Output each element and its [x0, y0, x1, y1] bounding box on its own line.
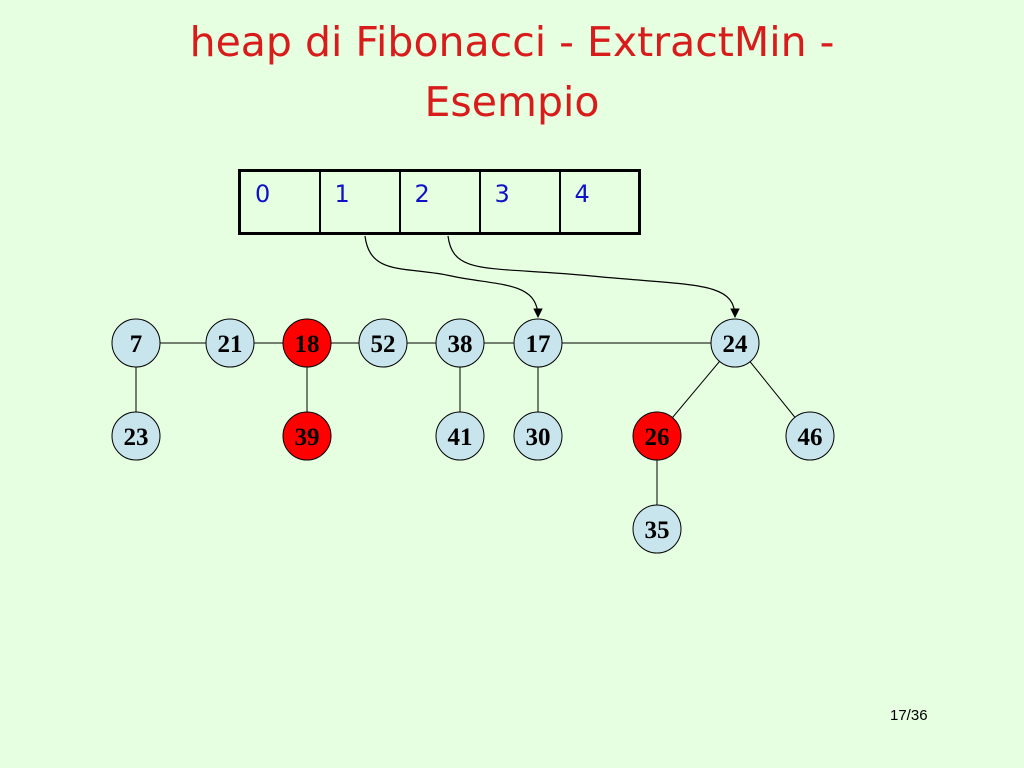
heap-node: [632, 504, 682, 554]
heap-node: [435, 411, 485, 461]
heap-node-key: 41: [448, 424, 473, 451]
heap-node: [111, 318, 161, 368]
array-pointer-arrow: [447, 235, 740, 318]
title-line-1: heap di Fibonacci - ExtractMin -: [189, 18, 835, 66]
heap-node-key: 52: [371, 331, 396, 358]
heap-node-key: 7: [130, 331, 143, 358]
heap-node: [513, 318, 563, 368]
slide-title: heap di Fibonacci - ExtractMin - Esempio: [0, 12, 1024, 132]
heap-node: [513, 411, 563, 461]
marked-heap-node: [632, 411, 682, 461]
heap-node-key: 18: [295, 331, 320, 358]
title-line-2: Esempio: [424, 78, 600, 126]
heap-node-key: 39: [295, 424, 320, 451]
page-number: 17/36: [890, 707, 928, 724]
array-cell-1: 1: [318, 169, 401, 235]
marked-heap-node: [282, 318, 332, 368]
heap-node: [785, 411, 835, 461]
heap-node: [358, 318, 408, 368]
heap-node-key: 23: [124, 424, 149, 451]
heap-node: [710, 318, 760, 368]
array-cell-3: 3: [478, 169, 561, 235]
array-cell-4: 4: [558, 169, 641, 235]
heap-node-key: 24: [723, 331, 749, 358]
heap-node: [205, 318, 255, 368]
heap-node-key: 46: [798, 424, 823, 451]
heap-node-key: 26: [645, 424, 670, 451]
array-cell-0: 0: [238, 169, 321, 235]
array-cell-2: 2: [398, 169, 481, 235]
heap-node-key: 35: [645, 517, 670, 544]
marked-heap-node: [282, 411, 332, 461]
degree-array: 0 1 2 3 4: [238, 169, 641, 235]
heap-node-key: 30: [526, 424, 551, 451]
heap-node-key: 17: [526, 331, 551, 358]
heap-node: [111, 411, 161, 461]
heap-node-key: 38: [448, 331, 473, 358]
heap-node: [435, 318, 485, 368]
heap-node-key: 21: [218, 331, 243, 358]
array-pointer-arrow: [364, 235, 543, 318]
